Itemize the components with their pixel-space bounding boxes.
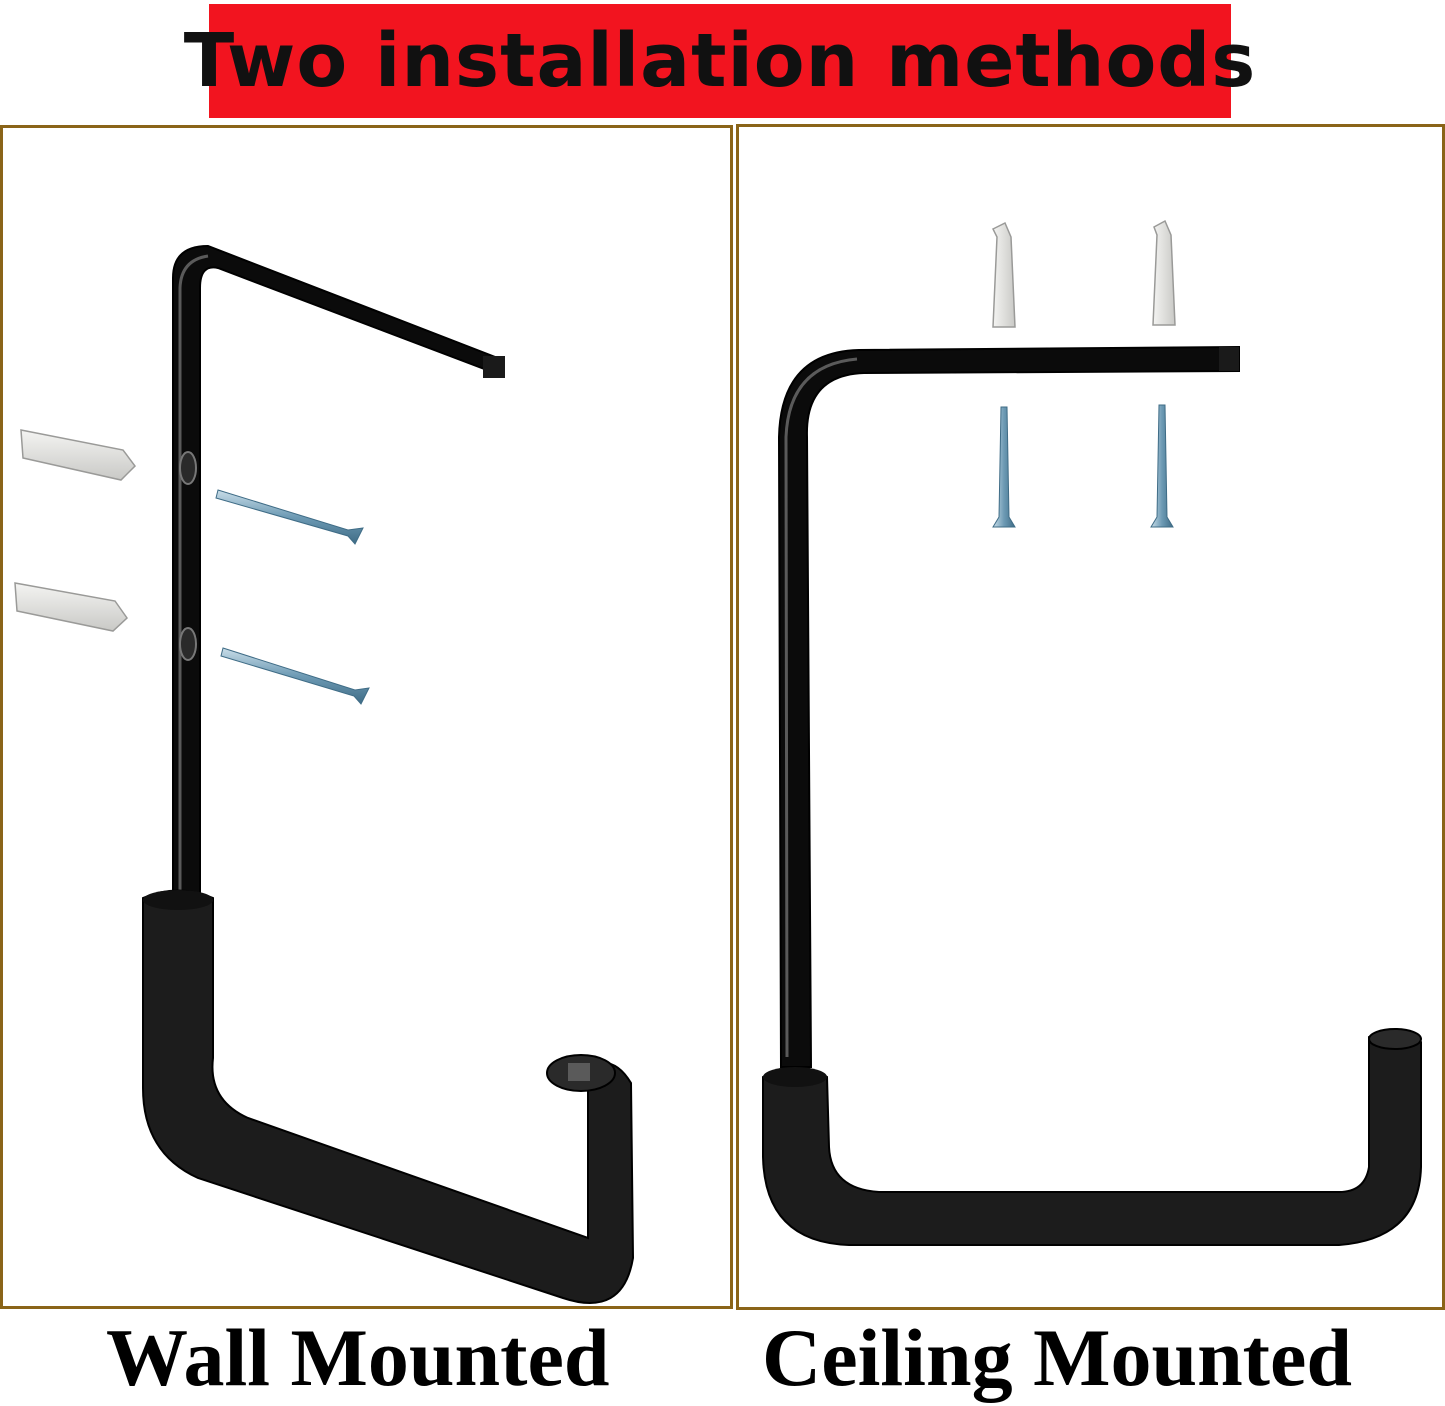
blue-zinc-screw-icon <box>215 489 370 705</box>
black-utility-hook-icon <box>142 244 635 1304</box>
wall-mounted-panel <box>0 125 733 1309</box>
ceiling-mounted-panel <box>736 124 1445 1310</box>
white-plastic-wall-anchor-icon <box>991 219 1176 328</box>
wall-mounted-caption: Wall Mounted <box>106 1312 610 1403</box>
title-banner: Two installation methods <box>184 4 1255 118</box>
ceiling-mounted-illustration <box>762 219 1422 1246</box>
white-plastic-wall-anchor-icon <box>14 429 136 632</box>
black-utility-hook-icon <box>762 345 1422 1246</box>
banner-title: Two installation methods <box>183 18 1257 104</box>
ceiling-mounted-caption: Ceiling Mounted <box>762 1312 1352 1403</box>
blue-zinc-screw-icon <box>992 404 1174 528</box>
wall-mounted-illustration <box>14 244 635 1304</box>
